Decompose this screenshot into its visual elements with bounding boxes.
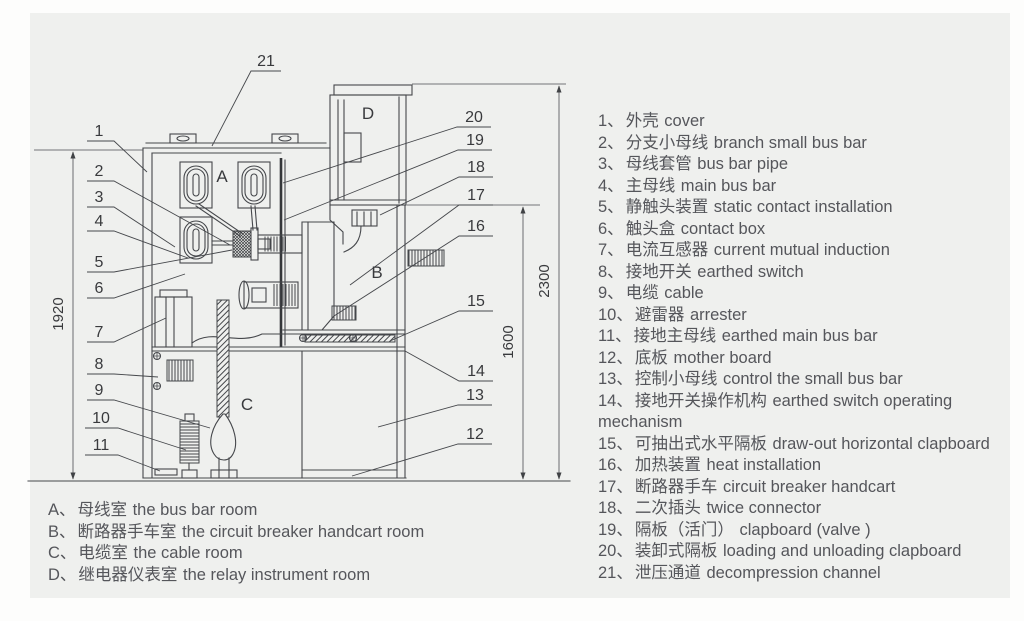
legend-item: D、继电器仪表室 the relay instrument room — [48, 565, 371, 584]
legend-item: 13、控制小母线 control the small bus bar — [598, 370, 903, 388]
callout-18: 18 — [467, 159, 485, 176]
legend-item: A、母线室 the bus bar room — [48, 501, 258, 519]
horizontal-clapboard — [151, 329, 406, 352]
legend-item: 11、接地主母线 earthed main bus bar — [598, 327, 878, 345]
legend-item: 19、隔板（活门） clapboard (valve ) — [598, 520, 871, 539]
dim-1920: 1920 — [50, 297, 67, 330]
callout-13: 13 — [466, 387, 484, 404]
legend-item: 1、外壳 cover — [598, 112, 705, 130]
room-letters: A B C D — [216, 104, 382, 414]
bottom-details — [154, 351, 398, 479]
callout-17: 17 — [467, 187, 485, 204]
bushing-upper-left — [179, 161, 213, 209]
callout-15: 15 — [467, 293, 485, 310]
legend-item: 9、电缆 cable — [598, 284, 704, 302]
dim-2300: 2300 — [536, 264, 553, 297]
diagram-panel — [30, 13, 1010, 598]
callout-8: 8 — [95, 356, 104, 373]
legend-item: B、断路器手车室 the circuit breaker handcart ro… — [48, 522, 425, 541]
callout-14: 14 — [467, 363, 485, 380]
callout-7: 7 — [95, 324, 104, 341]
callout-2: 2 — [95, 163, 104, 180]
twice-connector — [343, 209, 378, 253]
callout-9: 9 — [95, 382, 104, 399]
legend-item: 2、分支小母线 branch small bus bar — [598, 133, 867, 152]
operating-mechanism-box — [407, 249, 445, 267]
legend-item: 7、电流互感器 current mutual induction — [598, 241, 890, 259]
legend-item: C、电缆室 the cable room — [48, 544, 243, 562]
legend-item: 14、接地开关操作机构 earthed switch operating mec… — [598, 391, 953, 432]
legend-item: 15、可抽出式水平隔板 draw-out horizontal clapboar… — [598, 434, 990, 453]
legend-item: 20、装卸式隔板 loading and unloading clapboard — [598, 542, 962, 560]
circuit-breaker-handcart — [238, 221, 357, 331]
room-label-b: B — [371, 263, 382, 282]
legend-item: 5、静触头装置 static contact installation — [598, 198, 893, 216]
arrester — [179, 413, 200, 479]
earthed-switch — [152, 351, 194, 391]
callout-21: 21 — [257, 53, 275, 70]
legend-item: 6、触头盒 contact box — [598, 219, 766, 238]
parts-legend: 1、外壳 cover 2、分支小母线 branch small bus bar 3、… — [598, 111, 1012, 584]
legend-item: 3、母线套管 bus bar pipe — [598, 155, 789, 173]
legend-item: 16、加热装置 heat installation — [598, 456, 822, 474]
legend-item: 21、泄压通道 decompression channel — [598, 563, 881, 582]
legend-item: 12、底板 mother board — [598, 348, 772, 367]
callout-numbers: 1 2 3 4 5 6 7 8 9 10 11 21 20 19 18 17 1… — [92, 53, 485, 454]
callout-4: 4 — [95, 213, 104, 230]
legend-item: 4、主母线 main bus bar — [598, 176, 777, 195]
callout-10: 10 — [92, 410, 110, 427]
static-contact-assembly — [232, 227, 303, 261]
callout-11: 11 — [93, 437, 110, 454]
callout-12: 12 — [466, 426, 484, 443]
legend-item: 17、断路器手车 circuit breaker handcart — [598, 477, 896, 496]
callout-5: 5 — [95, 254, 104, 271]
callout-1: 1 — [95, 123, 104, 140]
bushing-upper-right — [237, 161, 271, 209]
dim-1600: 1600 — [500, 325, 517, 358]
relay-instrument-box — [329, 84, 413, 245]
room-label-d: D — [362, 104, 374, 123]
legend-item: 10、避雷器 arrester — [598, 305, 747, 324]
callout-leaders — [85, 70, 493, 477]
callout-16: 16 — [467, 218, 485, 235]
callout-3: 3 — [95, 189, 104, 206]
dimensions: 1920 1600 2300 — [34, 83, 566, 480]
cable — [210, 299, 238, 479]
callout-19: 19 — [466, 132, 484, 149]
current-transformer — [154, 289, 284, 348]
callout-6: 6 — [95, 280, 104, 297]
callout-20: 20 — [465, 109, 483, 126]
legend-item: 18、二次插头 twice connector — [598, 499, 822, 517]
room-label-a: A — [216, 167, 228, 186]
room-label-c: C — [241, 395, 253, 414]
legend-item: 8、接地开关 earthed switch — [598, 262, 804, 281]
bushing-lower — [179, 216, 213, 264]
